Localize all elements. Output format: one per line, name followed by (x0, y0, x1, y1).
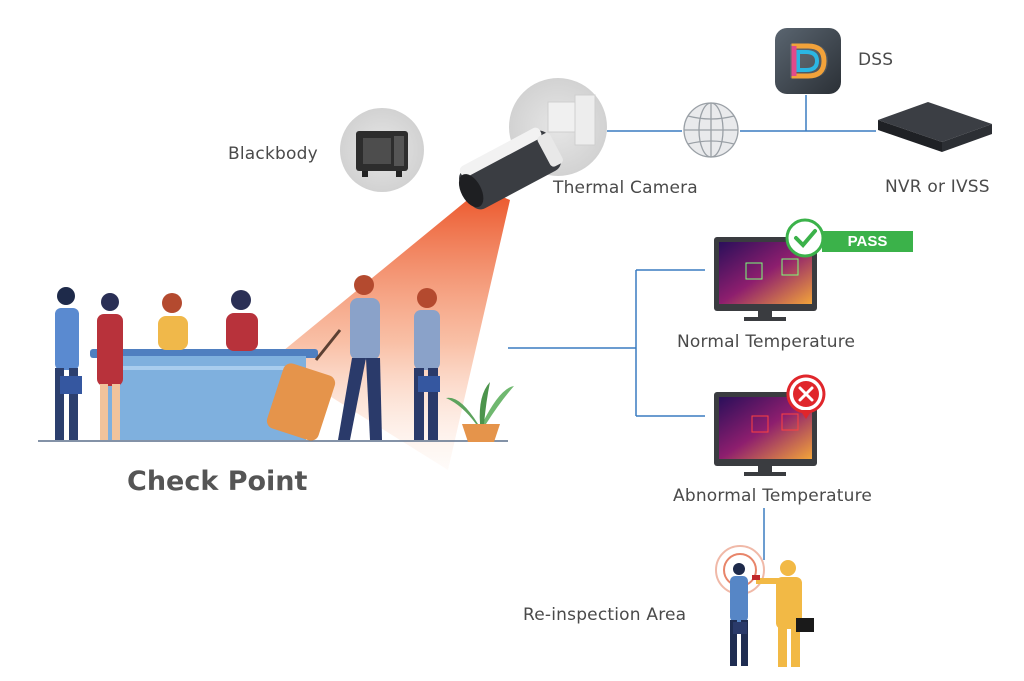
normal-temperature-label: Normal Temperature (677, 332, 856, 352)
nvr-device (878, 102, 992, 152)
check-point-title: Check Point (127, 466, 308, 497)
connection-lines (508, 95, 876, 560)
blackbody-device (340, 108, 424, 192)
reinspection-area-label: Re-inspection Area (523, 605, 687, 625)
check-point-scene (38, 275, 514, 442)
abnormal-temperature-label: Abnormal Temperature (673, 486, 873, 506)
dss-label: DSS (858, 50, 894, 70)
dss-app-icon (775, 28, 841, 94)
reinspection-figures (715, 545, 814, 667)
network-globe-icon (683, 102, 739, 158)
thermal-camera-label: Thermal Camera (553, 178, 698, 198)
blackbody-label: Blackbody (228, 144, 318, 164)
thermal-camera-device (458, 78, 607, 210)
pass-badge: PASS (822, 231, 913, 252)
abnormal-temp-monitor (714, 374, 826, 476)
nvr-label: NVR or IVSS (885, 177, 990, 197)
normal-temp-monitor (714, 218, 825, 321)
